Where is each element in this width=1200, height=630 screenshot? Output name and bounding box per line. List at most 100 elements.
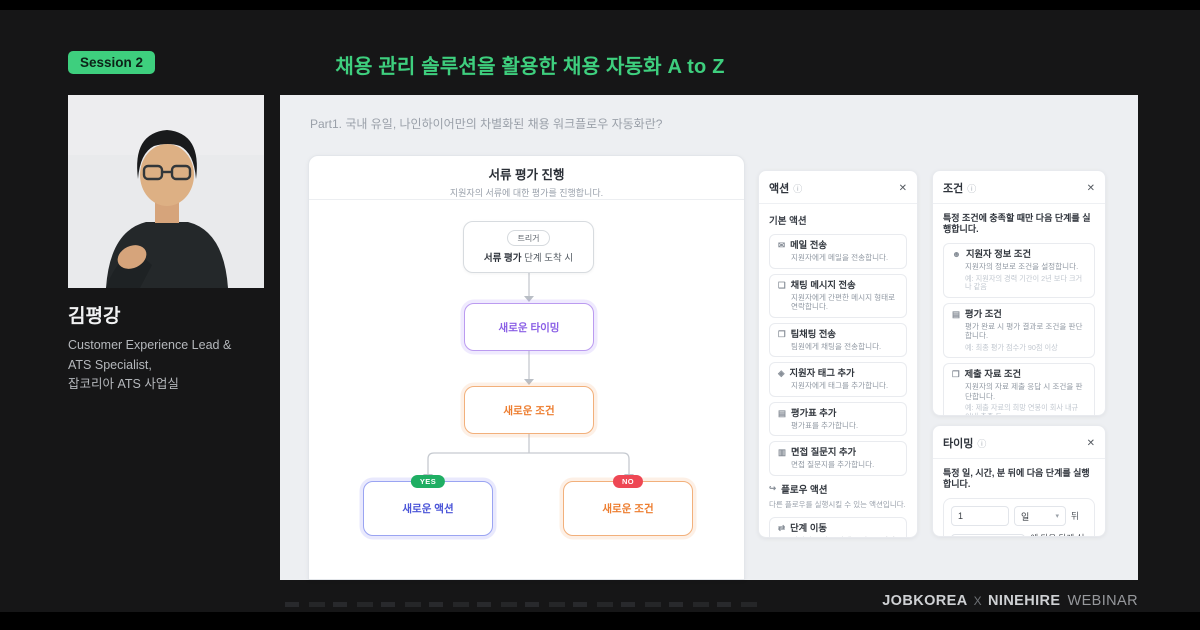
flow-icon: ↪ xyxy=(769,483,777,493)
action-item[interactable]: ✉ 메일 전송 지원자에게 메일을 전송합니다. xyxy=(769,234,907,269)
yes-badge: YES xyxy=(410,475,446,488)
action-item[interactable]: ▥ 면접 질문지 추가 면접 질문지를 추가합니다. xyxy=(769,441,907,476)
item-title: 면접 질문지 추가 xyxy=(791,447,857,457)
timing-panel-title: 타이밍 xyxy=(943,438,974,450)
item-desc: 지원자에게 메일을 전송합니다. xyxy=(791,253,889,262)
action-panel-title: 액션 xyxy=(769,183,790,195)
item-desc: 지원자에게 태그를 추가합니다. xyxy=(791,381,889,390)
condition-item[interactable]: ❒ 제출 자료 조건 지원자의 자료 제출 응답 시 조건을 판단합니다. 예: … xyxy=(943,363,1095,416)
chat-icon: ❏ xyxy=(778,279,786,290)
action-item[interactable]: ❐ 팀채팅 전송 팀원에게 채팅을 전송합니다. xyxy=(769,322,907,357)
info-icon: ⓘ xyxy=(977,438,987,449)
speaker-photo xyxy=(68,95,264,288)
speaker-role-line: 잡코리아 ATS 사업실 xyxy=(68,377,179,391)
workflow-canvas: 서류 평가 진행 지원자의 서류에 대한 평가를 진행합니다. xyxy=(308,155,745,580)
workflow-title: 서류 평가 진행 xyxy=(488,168,565,182)
folder-icon: ❒ xyxy=(952,369,960,379)
page-title: 채용 관리 솔루션을 활용한 채용 자동화 A to Z xyxy=(335,56,725,78)
item-desc: 평가표를 추가합니다. xyxy=(791,420,859,430)
close-icon[interactable]: ✕ xyxy=(1086,437,1095,449)
no-badge: NO xyxy=(612,475,644,488)
cutoff-caption xyxy=(285,602,763,607)
workflow-node-new-timing[interactable]: 새로운 타이밍 xyxy=(464,303,594,351)
part-label: Part1. 국내 유일, 나인하이어만의 차별화된 채용 워크플로우 자동화란… xyxy=(310,117,663,131)
condition-items-list: ☻지원자 정보 조건 지원자의 정보로 조건을 설정합니다. 예: 지원자의 경… xyxy=(943,243,1095,416)
condition-panel-subtitle: 특정 조건에 충족할 때만 다음 단계를 실행합니다. xyxy=(943,213,1091,234)
session-badge: Session 2 xyxy=(68,51,156,74)
speaker-role: Customer Experience Lead & ATS Specialis… xyxy=(68,336,231,395)
divider xyxy=(933,203,1105,204)
item-desc: 지원자를 다른 단계로 이동시킵니다. xyxy=(791,536,898,538)
workflow-node-trigger[interactable]: 트리거 서류 평가 단계 도착 시 xyxy=(463,221,594,273)
move-stage-icon: ⇄ xyxy=(778,522,786,533)
timing-unit-select[interactable]: 일 ▾ xyxy=(1014,506,1066,526)
applicant-icon: ☻ xyxy=(952,249,961,259)
divider xyxy=(759,203,917,204)
workflow-header: 서류 평가 진행 지원자의 서류에 대한 평가를 진행합니다. xyxy=(309,156,744,200)
workflow-node-new-condition[interactable]: 새로운 조건 xyxy=(464,386,594,434)
close-icon[interactable]: ✕ xyxy=(1086,182,1095,194)
item-title: 지원자 태그 추가 xyxy=(789,368,855,378)
evaluation-icon: ▤ xyxy=(952,308,961,319)
speaker-illustration xyxy=(68,95,264,288)
item-title: 평가 조건 xyxy=(965,308,1002,319)
workflow-node-new-condition-no[interactable]: NO 새로운 조건 xyxy=(563,475,693,536)
item-desc: 팀원에게 채팅을 전송합니다. xyxy=(791,341,882,351)
item-hint: 예: 최종 평가 점수가 90점 이상 xyxy=(965,342,1058,352)
workflow-node-new-action[interactable]: YES 새로운 액션 xyxy=(363,475,493,536)
speaker-name: 김평강 xyxy=(68,306,121,327)
action-panel: 액션 ⓘ ✕ 기본 액션 ✉ 메일 전송 지원자에게 메일을 전송합니다. xyxy=(758,170,918,538)
item-title: 제출 자료 조건 xyxy=(964,369,1022,379)
timing-controls: 일 ▾ 뒤 오후 2:00 ▾ 에 다음 단계 실행 xyxy=(943,498,1095,536)
execute-label: 에 다음 단계 실행 xyxy=(1030,532,1087,536)
item-title: 팀채팅 전송 xyxy=(790,328,836,339)
flow-section-desc: 다른 플로우를 실행시킬 수 있는 액션입니다. xyxy=(769,499,906,509)
item-title: 채팅 메시지 전송 xyxy=(790,279,856,290)
condition-item[interactable]: ▤ 평가 조건 평가 완료 시 평가 결과로 조건을 판단합니다. 예: 최종 평… xyxy=(943,302,1095,358)
item-desc: 면접 질문지를 추가합니다. xyxy=(791,460,875,469)
basic-actions-label: 기본 액션 xyxy=(769,216,807,227)
timing-panel: 타이밍 ⓘ ✕ 특정 일, 시간, 분 뒤에 다음 단계를 실행합니다. 일 ▾ xyxy=(932,425,1106,537)
action-item[interactable]: ❏ 채팅 메시지 전송 지원자에게 간편한 메시지 형태로 연락합니다. xyxy=(769,273,907,318)
evaluation-icon: ▤ xyxy=(778,407,787,418)
mail-icon: ✉ xyxy=(778,240,786,250)
action-item[interactable]: ▤ 평가표 추가 평가표를 추가합니다. xyxy=(769,401,907,436)
info-icon: ⓘ xyxy=(793,183,803,194)
condition-item[interactable]: ☻지원자 정보 조건 지원자의 정보로 조건을 설정합니다. 예: 지원자의 경… xyxy=(943,243,1095,298)
team-chat-icon: ❐ xyxy=(778,328,786,339)
speaker-role-line: Customer Experience Lead & xyxy=(68,338,232,352)
presentation-slide: Part1. 국내 유일, 나인하이어만의 차별화된 채용 워크플로우 자동화란… xyxy=(280,95,1138,580)
timing-amount-input[interactable] xyxy=(951,506,1009,526)
item-title: 평가표 추가 xyxy=(791,407,837,418)
flow-section-title: 플로우 액션 xyxy=(781,484,828,496)
tag-icon: ◈ xyxy=(778,368,785,378)
trigger-pill: 트리거 xyxy=(507,230,550,246)
flow-action-item[interactable]: ⇄ 단계 이동 지원자를 다른 단계로 이동시킵니다. xyxy=(769,516,907,538)
brand-separator: X xyxy=(973,594,983,608)
action-items-list: ✉ 메일 전송 지원자에게 메일을 전송합니다. ❏ 채팅 메시지 전송 지원자에게… xyxy=(769,234,907,476)
question-sheet-icon: ▥ xyxy=(778,447,787,457)
speaker-role-line: ATS Specialist, xyxy=(68,357,152,372)
close-icon[interactable]: ✕ xyxy=(898,182,907,194)
item-desc: 지원자에게 간편한 메시지 형태로 연락합니다. xyxy=(791,292,896,312)
condition-panel-title: 조건 xyxy=(943,183,964,195)
item-title: 메일 전송 xyxy=(790,240,827,250)
timing-time-select[interactable]: 오후 2:00 ▾ xyxy=(951,534,1026,536)
jobkorea-logo: JOBKOREA xyxy=(882,593,968,609)
after-label: 뒤 xyxy=(1071,511,1079,521)
slide-frame: Session 2 채용 관리 솔루션을 활용한 채용 자동화 A to Z 김… xyxy=(0,10,1200,612)
condition-panel: 조건 ⓘ ✕ 특정 조건에 충족할 때만 다음 단계를 실행합니다. ☻지원자 … xyxy=(932,170,1106,416)
item-title: 단계 이동 xyxy=(790,522,827,533)
action-item[interactable]: ◈ 지원자 태그 추가 지원자에게 태그를 추가합니다. xyxy=(769,362,907,397)
item-hint: 예: 제출 자료의 희망 연봉이 회사 내규 이내 충족 등 xyxy=(965,403,1079,416)
item-desc: 지원자의 자료 제출 응답 시 조건을 판단합니다. xyxy=(965,382,1083,401)
chevron-down-icon: ▾ xyxy=(1055,513,1059,520)
divider xyxy=(933,458,1105,459)
flow-items-list: ⇄단계 이동 지원자를 다른 단계로 이동시킵니다. ⊘불합격 처리 지원자를 … xyxy=(769,516,907,538)
webinar-label: WEBINAR xyxy=(1067,593,1138,609)
item-desc: 평가 완료 시 평가 결과로 조건을 판단합니다. xyxy=(965,321,1083,341)
trigger-label: 서류 평가 단계 도착 시 xyxy=(483,253,574,264)
item-hint: 예: 지원자의 경력 기간이 2년 보다 크거나 같음 xyxy=(965,273,1083,291)
